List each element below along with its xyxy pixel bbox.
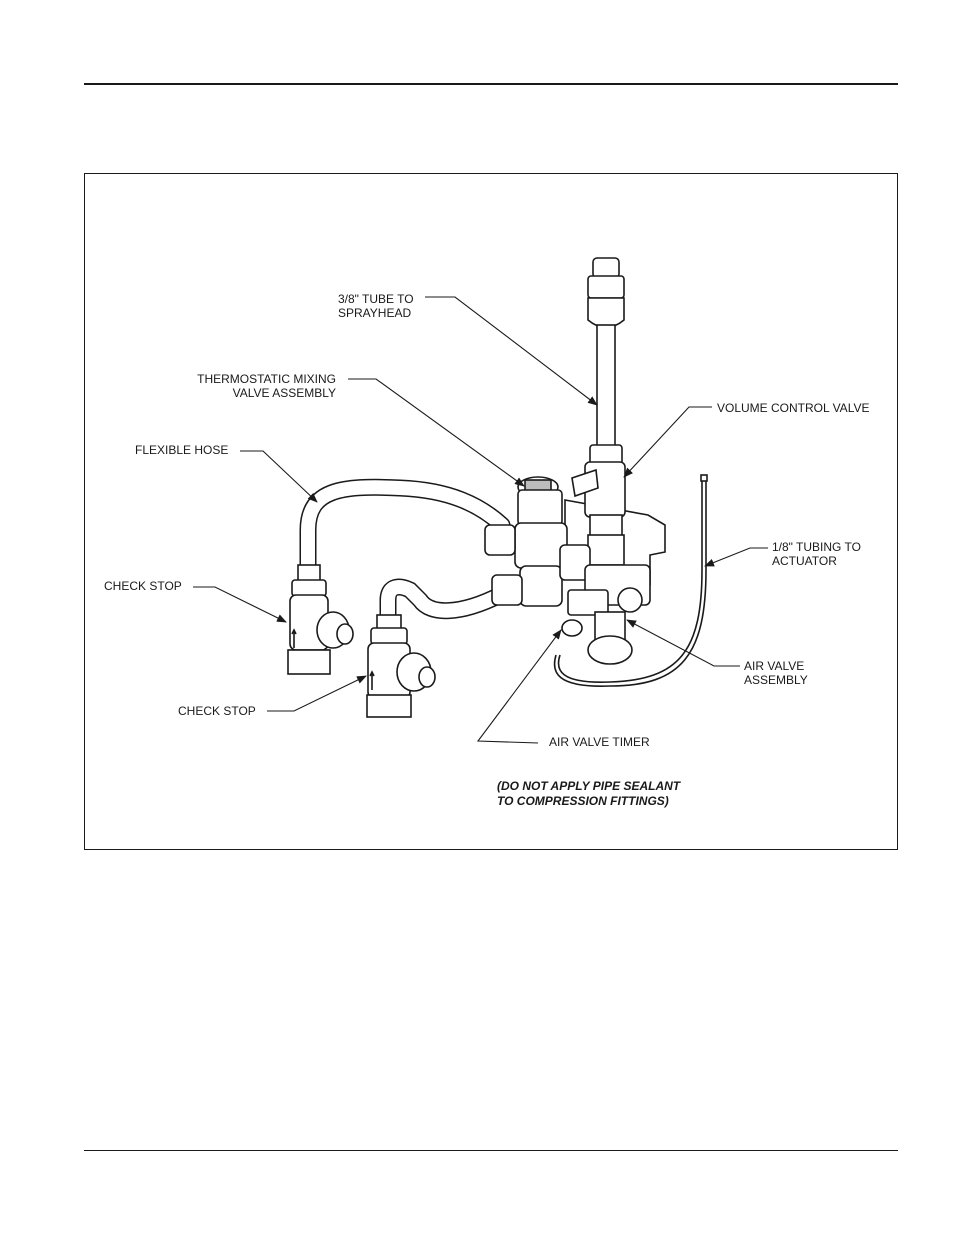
- leader-volume-control-valve: [623, 406, 712, 478]
- sealant-note: (DO NOT APPLY PIPE SEALANT TO COMPRESSIO…: [497, 779, 681, 808]
- actuator-tubing: [553, 474, 708, 687]
- leader-check-stop-lower: [267, 675, 367, 712]
- air-valve-assembly: [561, 564, 651, 665]
- leader-tubing-to-actuator: [704, 547, 768, 567]
- lower-hose: [379, 578, 509, 634]
- label-volume-control-valve: VOLUME CONTROL VALVE: [717, 401, 870, 415]
- thermostatic-mixing-valve: [484, 476, 591, 607]
- leader-check-stop-upper: [193, 586, 287, 623]
- label-thermostatic-mixing-valve: THERMOSTATIC MIXING VALVE ASSEMBLY: [197, 372, 336, 400]
- leader-tube-to-sprayhead: [425, 296, 598, 406]
- sprayhead-tube: [587, 257, 625, 466]
- label-tube-to-sprayhead: 3/8" TUBE TO SPRAYHEAD: [338, 292, 414, 320]
- label-check-stop-lower: CHECK STOP: [178, 704, 256, 718]
- check-stop-upper: [287, 564, 354, 675]
- leader-air-valve-timer: [476, 629, 562, 744]
- figure-frame: [84, 173, 898, 850]
- leader-thermostatic-mixing-valve: [348, 378, 525, 487]
- label-tubing-to-actuator: 1/8" TUBING TO ACTUATOR: [772, 540, 861, 568]
- check-stop-lower: [366, 614, 436, 718]
- label-flexible-hose: FLEXIBLE HOSE: [135, 443, 229, 457]
- leader-air-valve-assembly: [626, 619, 740, 667]
- label-air-valve-assembly: AIR VALVE ASSEMBLY: [744, 659, 808, 687]
- label-air-valve-timer: AIR VALVE TIMER: [549, 735, 650, 749]
- leader-flexible-hose: [240, 450, 318, 503]
- flexible-hose: [299, 478, 511, 584]
- label-check-stop-upper: CHECK STOP: [104, 579, 182, 593]
- header-rule: [84, 83, 898, 85]
- volume-control-valve: [571, 461, 626, 566]
- footer-rule: [84, 1150, 898, 1151]
